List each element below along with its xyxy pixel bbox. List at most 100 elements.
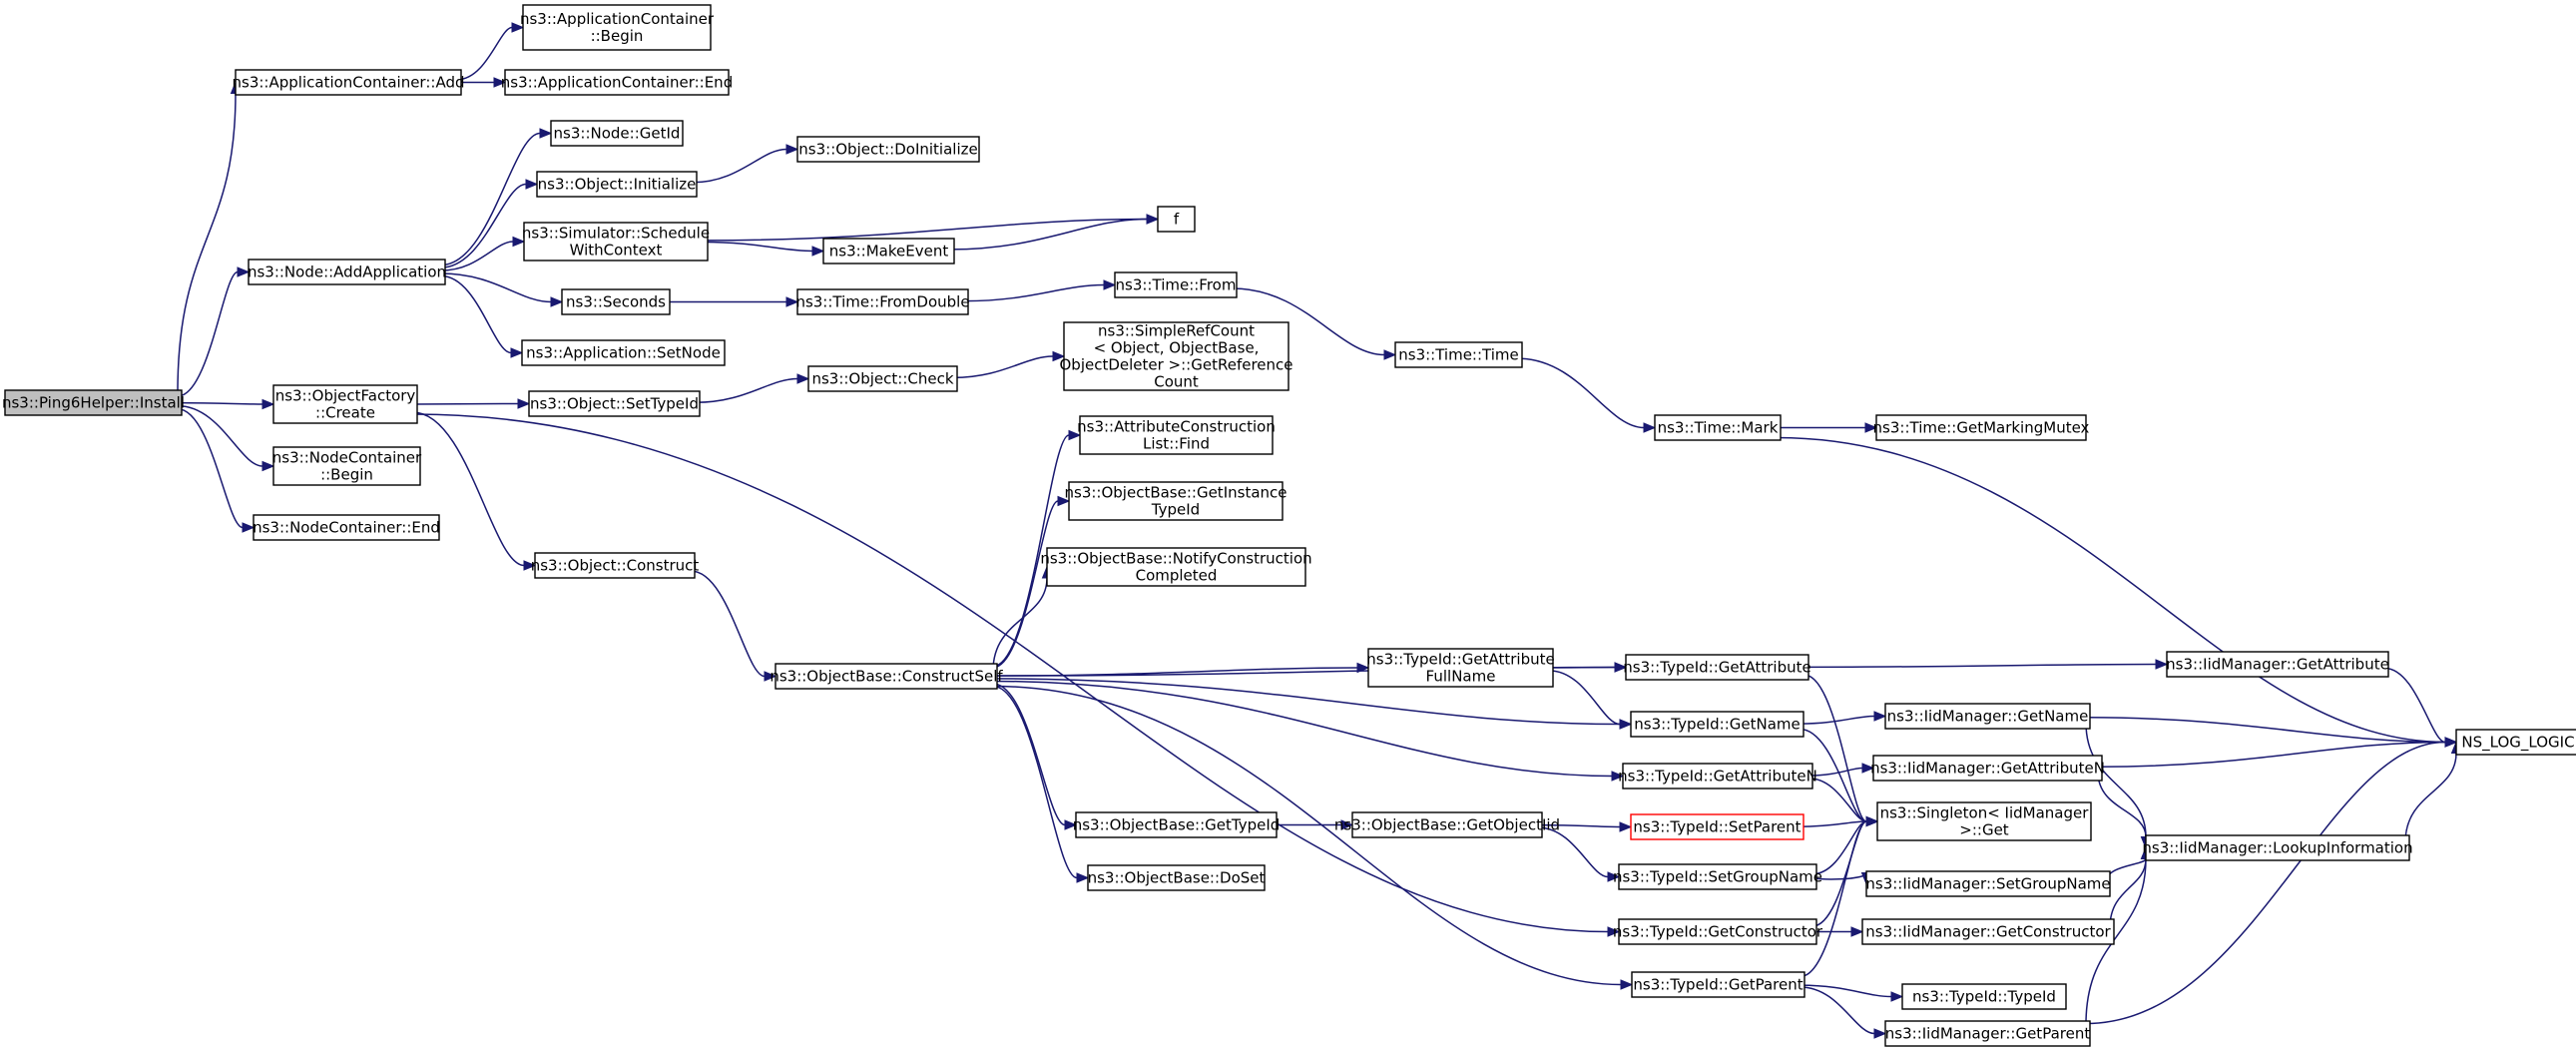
node-box bbox=[1367, 648, 1554, 688]
edge-line bbox=[1800, 986, 1875, 1035]
node-obj-factory[interactable]: ns3::ObjectFactory::Create bbox=[272, 384, 418, 424]
edge-arrowhead bbox=[1620, 979, 1634, 990]
node-label: ns3::ObjectBase::GetObjectIid bbox=[1334, 816, 1560, 834]
node-nc-begin[interactable]: ns3::NodeContainer::Begin bbox=[272, 446, 422, 486]
node-simple-ref[interactable]: ns3::SimpleRefCount< Object, ObjectBase,… bbox=[1059, 321, 1293, 391]
node-get-marking-mutex[interactable]: ns3::Time::GetMarkingMutex bbox=[1873, 414, 2090, 441]
node-install[interactable]: ns3::Ping6Helper::Install bbox=[2, 389, 185, 416]
node-iid-get-constructor[interactable]: ns3::IidManager::GetConstructor bbox=[1861, 918, 2115, 945]
node-iid-get-parent[interactable]: ns3::IidManager::GetParent bbox=[1884, 1020, 2091, 1047]
edge-constructSelf-to-tidGetParent bbox=[992, 685, 1634, 990]
edge-setTypeId-to-objCheck bbox=[695, 373, 810, 403]
node-tid-type-id[interactable]: ns3::TypeId::TypeId bbox=[1901, 983, 2067, 1010]
edge-tidGetParent-to-iidGetParent bbox=[1800, 986, 1887, 1039]
edge-arrowhead bbox=[1861, 763, 1875, 774]
node-label: ns3::ApplicationContainer::Add bbox=[233, 74, 465, 92]
node-iid-get-name[interactable]: ns3::IidManager::GetName bbox=[1884, 703, 2091, 730]
node-tid-get-parent[interactable]: ns3::TypeId::GetParent bbox=[1631, 971, 1805, 998]
node-iid-get-attr[interactable]: ns3::IidManager::GetAttribute bbox=[2166, 651, 2389, 678]
node-box bbox=[1046, 547, 1306, 587]
edge-line bbox=[1232, 287, 1385, 356]
edge-nodeAddApp-to-appSetNode bbox=[440, 274, 524, 358]
edge-arrowhead bbox=[517, 398, 531, 409]
node-box bbox=[521, 339, 726, 366]
node-obj-init[interactable]: ns3::Object::Initialize bbox=[536, 171, 698, 198]
node-f[interactable]: f bbox=[1157, 206, 1196, 233]
edge-install-to-ncEnd bbox=[177, 408, 256, 533]
node-box bbox=[1087, 864, 1266, 891]
node-obj-check[interactable]: ns3::Object::Check bbox=[807, 365, 958, 392]
node-ob-get-type-id[interactable]: ns3::ObjectBase::GetTypeId bbox=[1073, 811, 1281, 838]
node-label: ns3::Object::SetTypeId bbox=[530, 395, 699, 413]
edge-line bbox=[1807, 767, 1863, 777]
node-box bbox=[504, 69, 730, 96]
edge-getObjectIid-to-tidSetParent bbox=[1537, 821, 1633, 832]
edge-arrowhead bbox=[493, 77, 507, 88]
node-label: ns3::TypeId::SetParent bbox=[1633, 818, 1801, 836]
edge-iidGetAttrN-to-iidLookup bbox=[2097, 772, 2152, 849]
node-construct-self[interactable]: ns3::ObjectBase::ConstructSelf bbox=[770, 663, 1003, 690]
node-notify-cons[interactable]: ns3::ObjectBase::NotifyConstructionCompl… bbox=[1040, 547, 1312, 587]
node-time-from[interactable]: ns3::Time::From bbox=[1114, 271, 1238, 298]
edge-constructSelf-to-obGetTypeId bbox=[992, 683, 1078, 830]
node-app-add[interactable]: ns3::ApplicationContainer::Add bbox=[233, 69, 465, 96]
node-tid-get-attr-n[interactable]: ns3::TypeId::GetAttributeN bbox=[1618, 763, 1817, 790]
node-obj-construct[interactable]: ns3::Object::Construct bbox=[531, 552, 700, 579]
edge-iidGetName-to-nsLogLogic bbox=[2085, 717, 2458, 748]
edge-arrowhead bbox=[1607, 871, 1621, 882]
node-tid-get-name[interactable]: ns3::TypeId::GetName bbox=[1630, 711, 1804, 738]
node-box bbox=[1630, 813, 1804, 840]
node-app-set-node[interactable]: ns3::Application::SetNode bbox=[521, 339, 726, 366]
node-make-event[interactable]: ns3::MakeEvent bbox=[822, 238, 955, 264]
node-time-mark[interactable]: ns3::Time::Mark bbox=[1654, 414, 1782, 441]
node-do-init[interactable]: ns3::Object::DoInitialize bbox=[796, 136, 980, 163]
edge-line bbox=[177, 401, 263, 405]
node-label: ns3::Time::FromDouble bbox=[795, 293, 969, 311]
node-time-time[interactable]: ns3::Time::Time bbox=[1394, 341, 1523, 368]
node-singleton[interactable]: ns3::Singleton< IidManager>::Get bbox=[1876, 801, 2092, 841]
edge-line bbox=[992, 685, 1078, 879]
node-node-get-id[interactable]: ns3::Node::GetId bbox=[550, 120, 684, 147]
node-app-end[interactable]: ns3::ApplicationContainer::End bbox=[501, 69, 733, 96]
node-tid-get-attr[interactable]: ns3::TypeId::GetAttribute bbox=[1623, 654, 1811, 681]
node-tid-set-group-name[interactable]: ns3::TypeId::SetGroupName bbox=[1613, 863, 1822, 890]
edge-tidGetAttr-to-iidGetAttr bbox=[1803, 659, 2169, 670]
edge-line bbox=[1800, 984, 1892, 998]
edge-getAttrFullName-to-tidGetName bbox=[1548, 670, 1633, 730]
node-iid-lookup[interactable]: ns3::IidManager::LookupInformation bbox=[2142, 834, 2413, 861]
edge-makeEvent-to-f bbox=[949, 214, 1160, 251]
node-box bbox=[1625, 654, 1809, 681]
node-label: ns3::IidManager::LookupInformation bbox=[2142, 839, 2412, 857]
edge-arrowhead bbox=[1068, 429, 1082, 441]
node-iid-set-group-name[interactable]: ns3::IidManager::SetGroupName bbox=[1865, 870, 2111, 897]
edge-fromDouble-to-timeFrom bbox=[963, 279, 1117, 302]
edge-tidGetParent-to-singleton bbox=[1800, 815, 1879, 978]
node-label: ns3::ObjectBase::ConstructSelf bbox=[770, 668, 1003, 686]
node-app-begin[interactable]: ns3::ApplicationContainer::Begin bbox=[520, 4, 715, 51]
edge-line bbox=[1799, 715, 1875, 725]
node-box bbox=[235, 69, 462, 96]
node-tid-set-parent[interactable]: ns3::TypeId::SetParent bbox=[1630, 813, 1804, 840]
node-box bbox=[2166, 651, 2389, 678]
edge-arrowhead bbox=[785, 144, 799, 155]
node-ob-do-set[interactable]: ns3::ObjectBase::DoSet bbox=[1087, 864, 1266, 891]
node-nc-end[interactable]: ns3::NodeContainer::End bbox=[253, 514, 440, 541]
node-get-object-iid[interactable]: ns3::ObjectBase::GetObjectIid bbox=[1334, 811, 1560, 838]
node-iid-get-attr-n[interactable]: ns3::IidManager::GetAttributeN bbox=[1870, 755, 2105, 782]
edge-line bbox=[992, 685, 1622, 986]
node-label: ns3::NodeContainer bbox=[272, 449, 422, 467]
node-node-add-app[interactable]: ns3::Node::AddApplication bbox=[248, 259, 446, 285]
edge-arrowhead bbox=[1356, 662, 1370, 674]
node-label: ns3::Singleton< IidManager bbox=[1880, 804, 2090, 822]
node-tid-get-constructor[interactable]: ns3::TypeId::GetConstructor bbox=[1613, 918, 1823, 945]
node-seconds[interactable]: ns3::Seconds bbox=[561, 288, 671, 315]
edge-line bbox=[2109, 858, 2147, 928]
edge-line bbox=[412, 411, 525, 567]
node-ns-log-logic[interactable]: NS_LOG_LOGIC bbox=[2455, 729, 2576, 756]
node-from-double[interactable]: ns3::Time::FromDouble bbox=[795, 288, 970, 315]
node-set-type-id[interactable]: ns3::Object::SetTypeId bbox=[528, 390, 701, 417]
